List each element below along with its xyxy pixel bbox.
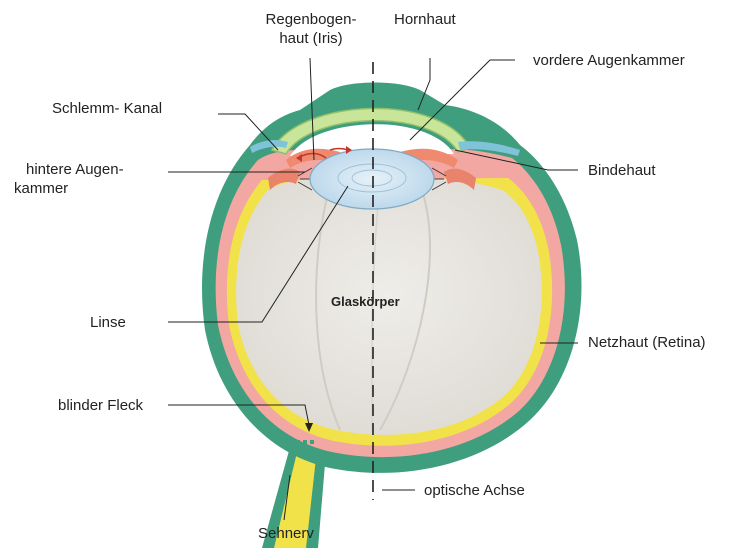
label-cornea: Hornhaut bbox=[394, 10, 456, 29]
label-conjunctiva: Bindehaut bbox=[588, 161, 656, 180]
label-posterior-chamber-line2: kammer bbox=[14, 179, 124, 198]
label-vitreous-body: Glaskörper bbox=[331, 292, 400, 311]
label-iris-line2: haut (Iris) bbox=[255, 29, 367, 48]
label-retina: Netzhaut (Retina) bbox=[588, 333, 706, 352]
label-anterior-chamber: vordere Augenkammer bbox=[533, 51, 685, 70]
label-optical-axis: optische Achse bbox=[424, 481, 525, 500]
lens bbox=[310, 149, 434, 209]
label-posterior-chamber-line1: hintere Augen- bbox=[14, 160, 124, 179]
label-iris: Regenbogen- haut (Iris) bbox=[255, 10, 367, 48]
label-optic-nerve: Sehnerv bbox=[258, 524, 314, 543]
label-schlemm-canal: Schlemm- Kanal bbox=[52, 99, 162, 118]
label-posterior-chamber: hintere Augen- kammer bbox=[14, 160, 124, 198]
label-lens: Linse bbox=[90, 313, 126, 332]
label-blind-spot: blinder Fleck bbox=[58, 396, 143, 415]
blind-spot-marks bbox=[296, 440, 314, 444]
label-iris-line1: Regenbogen- bbox=[255, 10, 367, 29]
